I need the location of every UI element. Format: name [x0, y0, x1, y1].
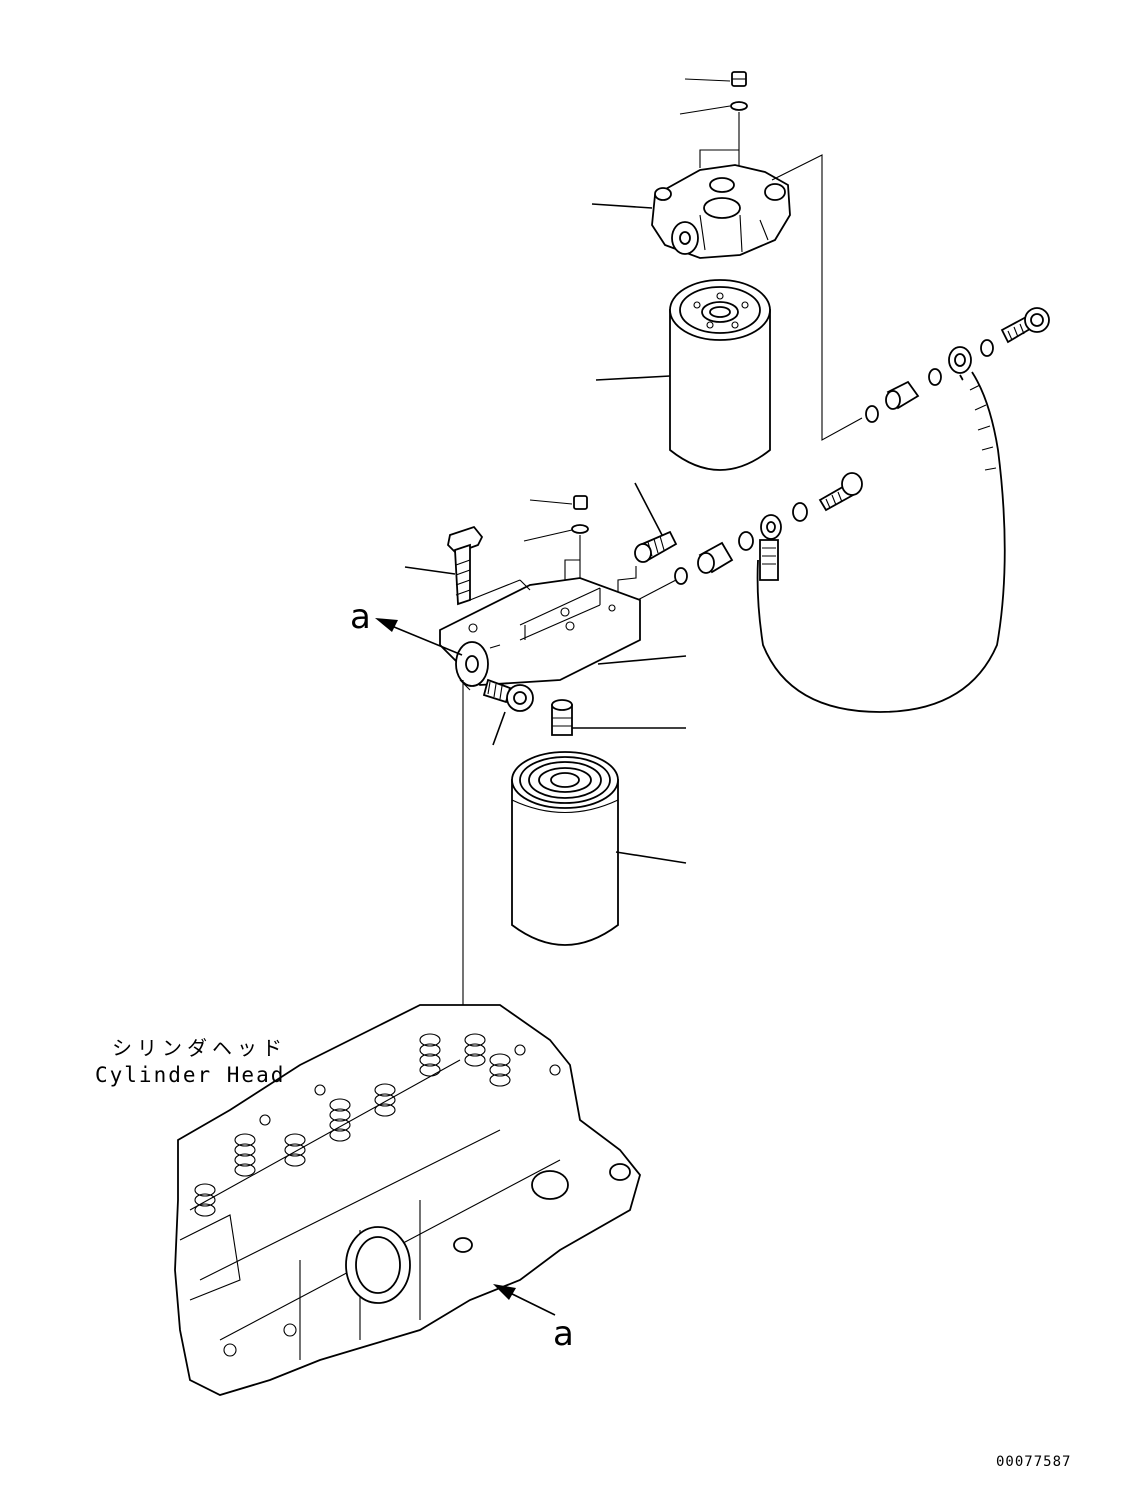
upper-banjo-bolt [1000, 307, 1050, 344]
upper-washer-2 [928, 368, 942, 386]
lower-adapter [697, 541, 734, 574]
lower-banjo-bolt [818, 472, 863, 512]
leader-filter-bracket [597, 655, 687, 665]
cylinder-head [174, 1004, 641, 1396]
view-arrow-top: a [350, 597, 463, 656]
valve-springs [194, 1033, 511, 1217]
leader-upper-filter [595, 375, 671, 381]
leader-filter-head-upper [591, 203, 653, 209]
leader-lower-filter [615, 851, 687, 864]
upper-adapter [885, 380, 920, 410]
bracket-o-ring [523, 524, 589, 542]
view-label-a-top: a [350, 597, 371, 637]
upper-washer-1 [980, 339, 994, 357]
cylinder-head-label-en: Cylinder Head [95, 1063, 285, 1087]
top-plug [684, 71, 747, 87]
upper-filter-cartridge [669, 279, 771, 471]
lower-banjo-eye [760, 514, 782, 540]
lower-washer-3 [674, 567, 688, 585]
head-to-fitting-line [771, 154, 863, 441]
lower-washer-2 [738, 531, 754, 551]
bracket-bolt-short [482, 678, 534, 746]
filter-bracket [439, 577, 641, 691]
view-arrow-bottom: a [493, 1284, 574, 1354]
upper-washer-3 [865, 405, 879, 423]
filter-head-upper [651, 164, 791, 259]
document-id: 00077587 [996, 1454, 1071, 1470]
lower-washer-1 [792, 502, 808, 522]
sensor-switch [617, 482, 678, 592]
top-o-ring [679, 101, 748, 115]
top-centerline [699, 112, 740, 168]
upper-banjo-eye [948, 346, 972, 374]
drain-valve [551, 699, 573, 736]
view-label-a-bottom: a [553, 1314, 574, 1354]
bracket-plug [529, 495, 588, 510]
mounting-bolt-long [447, 525, 484, 606]
fuel-hose [756, 371, 1006, 713]
cylinder-head-label-jp: シリンダヘッド [112, 1036, 287, 1060]
lower-filter-cartridge [511, 751, 619, 946]
leader-mounting-bolt [404, 566, 456, 575]
